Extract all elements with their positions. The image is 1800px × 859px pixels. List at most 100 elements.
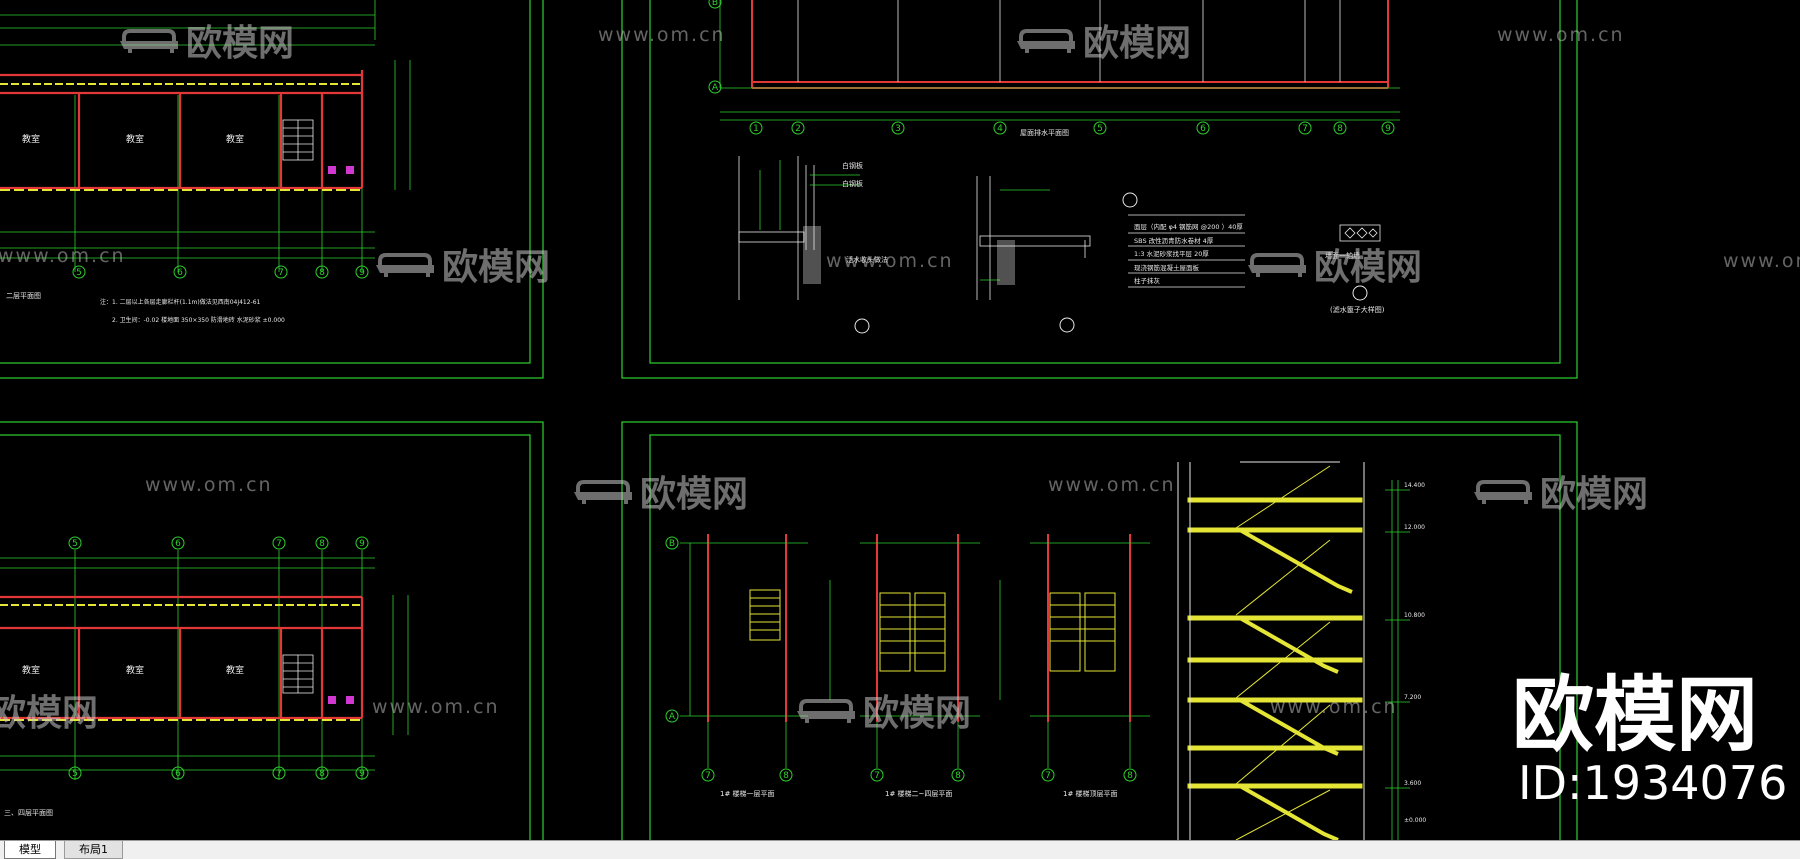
grid-axis: A (669, 712, 676, 722)
grid-number: 6 (175, 539, 181, 549)
floor2-plan: 教室 教室 教室 5 6 7 8 9 二层平面图 注：1. 二层以上各层走廊栏杆… (0, 0, 411, 324)
watermark-url: www.om.cn (1048, 474, 1176, 496)
grid-number: 4 (997, 124, 1003, 134)
room-label: 教室 (22, 664, 40, 676)
room-label: 教室 (126, 133, 144, 145)
grid-number: 7 (874, 771, 880, 781)
watermark-brand: 欧模网 (1246, 238, 1422, 290)
watermark-brand: 欧模网 (118, 14, 294, 66)
grid-number: 7 (1045, 771, 1051, 781)
overlay-id: ID:1934076 (1518, 756, 1788, 810)
elevation-mark: ±0.000 (1404, 817, 1426, 824)
roof-layer: 现浇钢筋混凝土屋面板 (1134, 263, 1200, 272)
grid-axis: B (712, 0, 718, 8)
cad-drawing[interactable]: 教室 教室 教室 5 6 7 8 9 二层平面图 注：1. 二层以上各层走廊栏杆… (0, 0, 1800, 840)
sofa-logo-icon (376, 253, 434, 277)
detail-label: 墙面一轴墙 (1325, 251, 1360, 260)
grid-number: 5 (1097, 124, 1103, 134)
detail-label: (滤水篦子大样图) (1330, 305, 1385, 314)
roof-plan: A B 1 2 3 4 5 6 7 8 9 屋面排水平面图 (708, 0, 1400, 334)
grid-number: 6 (175, 769, 181, 779)
watermark-url: www.om.cn (826, 250, 954, 272)
elevation-mark: 3.600 (1404, 780, 1421, 787)
detail-label: 白钢板 (842, 161, 863, 170)
watermark-brand: 欧模网 (1015, 14, 1191, 66)
grid-number: 5 (72, 769, 78, 779)
grid-number: 5 (76, 268, 82, 278)
watermark-url: www.om.cn (598, 24, 726, 46)
room-label: 教室 (226, 133, 244, 145)
grid-number: 8 (955, 771, 961, 781)
tab-model[interactable]: 模型 (4, 841, 56, 859)
drawing-title: 二层平面图 (6, 292, 41, 300)
drawing-title: 三、四层平面图 (4, 809, 53, 817)
watermark-url: www.om.cn (1497, 24, 1625, 46)
model-space-viewport[interactable]: 教室 教室 教室 5 6 7 8 9 二层平面图 注：1. 二层以上各层走廊栏杆… (0, 0, 1800, 840)
sofa-logo-icon (797, 699, 855, 723)
sofa-logo-icon (1474, 480, 1532, 504)
room-label: 教室 (126, 664, 144, 676)
floor3-plan: 教室 教室 教室 5 6 7 8 9 5 6 7 8 9 三、四层平面图 (0, 536, 409, 817)
note-line: 2. 卫生间：-0.02 楼地面 350×350 防滑地砖 水泥砂浆 ±0.00… (112, 316, 285, 324)
grid-number: 8 (783, 771, 789, 781)
watermark-brand: 欧模网 (0, 693, 99, 734)
elevation-mark: 14.400 (1404, 482, 1425, 489)
grid-axis: A (712, 83, 719, 93)
grid-number: 7 (1302, 124, 1308, 134)
watermark-url: www.om.cn (0, 245, 126, 267)
tab-layout1[interactable]: 布局1 (64, 841, 123, 859)
grid-number: 7 (278, 268, 284, 278)
watermark-brand: 欧模网 (374, 238, 550, 290)
watermark-url: www.om.cn (145, 474, 273, 496)
watermark-brand: 欧模网 (795, 684, 971, 736)
note-line: 注：1. 二层以上各层走廊栏杆(1.1m)做法见西南04J412-61 (100, 298, 261, 306)
grid-number: 7 (276, 769, 282, 779)
layout-tab-bar: 模型 布局1 (0, 840, 1800, 859)
sofa-logo-icon (574, 480, 632, 504)
grid-number: 8 (319, 268, 325, 278)
roof-layer: SBS 改性沥青防水卷材 4厚 (1134, 236, 1214, 245)
elevation-mark: 12.000 (1404, 524, 1425, 531)
elevation-mark: 10.800 (1404, 612, 1425, 619)
room-label: 教室 (226, 664, 244, 676)
grid-number: 9 (359, 539, 365, 549)
overlay-brand: 欧模网 (1512, 668, 1759, 763)
roof-layer: 面层（内配 φ4 钢筋网 @200 ）40厚 (1134, 222, 1243, 231)
sofa-logo-icon (1248, 253, 1306, 277)
sofa-logo-icon (120, 29, 178, 53)
grid-number: 8 (1337, 124, 1343, 134)
detail-label: 泛水收头做法 (846, 255, 888, 264)
roof-layer: 柱子抹灰 (1134, 276, 1161, 285)
detail-label: 白钢板 (842, 179, 863, 188)
sofa-logo-icon (1017, 29, 1075, 53)
grid-number: 9 (1385, 124, 1391, 134)
watermark-brand: 欧模网 (1472, 465, 1648, 517)
grid-number: 7 (705, 771, 711, 781)
elevation-mark: 7.200 (1404, 694, 1421, 701)
watermark-url: www.om.cn (1723, 250, 1800, 272)
grid-number: 8 (319, 769, 325, 779)
sheet-frames (0, 0, 1578, 840)
grid-number: 2 (795, 124, 801, 134)
grid-number: 1 (753, 124, 759, 134)
grid-number: 9 (359, 769, 365, 779)
room-label: 教室 (22, 133, 40, 145)
grid-number: 8 (1127, 771, 1133, 781)
watermark-brand: 欧模网 (572, 465, 748, 517)
grid-number: 8 (319, 539, 325, 549)
watermark-url: www.om.cn (372, 696, 500, 718)
stair-drawings: B A 7 8 7 8 7 8 1# 楼梯一层平面 1# 楼梯二~四层平面 1#… (665, 461, 1426, 840)
drawing-title: 1# 楼梯二~四层平面 (885, 789, 952, 798)
watermark-url: www.om.cn (1270, 696, 1398, 718)
grid-number: 6 (1200, 124, 1206, 134)
roof-layer: 1:3 水泥砂浆找平层 20厚 (1134, 249, 1209, 258)
drawing-title: 1# 楼梯一层平面 (720, 789, 775, 798)
grid-number: 3 (895, 124, 901, 134)
drawing-title: 屋面排水平面图 (1020, 128, 1069, 137)
drawing-title: 1# 楼梯顶层平面 (1063, 789, 1118, 798)
grid-axis: B (669, 539, 675, 549)
grid-number: 5 (72, 539, 78, 549)
grid-number: 9 (359, 268, 365, 278)
grid-number: 7 (276, 539, 282, 549)
grid-number: 6 (177, 268, 183, 278)
